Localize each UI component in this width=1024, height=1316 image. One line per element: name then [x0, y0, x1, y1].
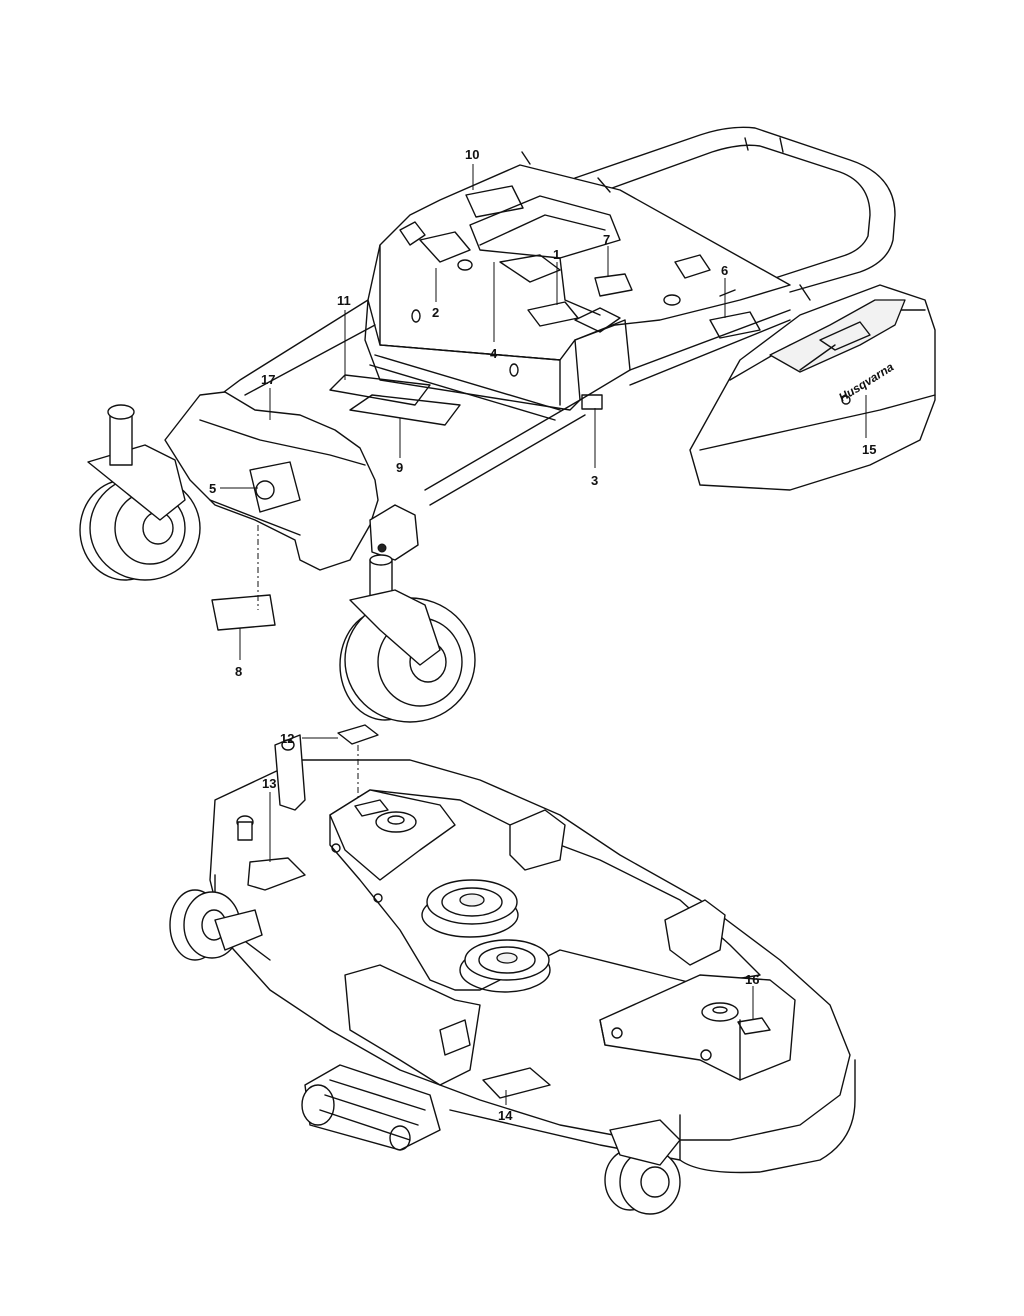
callout-11: 11 — [337, 293, 351, 308]
callout-2: 2 — [432, 305, 439, 320]
spindle-plate-left — [329, 789, 456, 881]
frame-rails — [219, 299, 791, 506]
callout-labels: 10 7 1 6 11 2 4 17 9 3 5 15 8 12 13 16 1… — [209, 147, 876, 1123]
callout-4: 4 — [490, 346, 498, 361]
anti-scalp-wheel-left — [169, 889, 263, 961]
decal-16 — [737, 1017, 771, 1035]
front-wheel-left — [79, 404, 201, 581]
discharge-roller — [301, 1064, 441, 1151]
upper-decals — [211, 185, 761, 745]
rear-fender: Husqvarna — [689, 284, 936, 491]
callout-14: 14 — [498, 1108, 513, 1123]
bracket-left-arm — [274, 734, 306, 811]
floor-plate-left — [329, 374, 431, 406]
deck-hardware — [236, 739, 383, 903]
decal-7 — [594, 273, 633, 297]
callout-10: 10 — [465, 147, 479, 162]
callout-12: 12 — [280, 731, 294, 746]
front-cowl — [164, 391, 379, 571]
bracket-front — [509, 809, 566, 871]
callout-17: 17 — [261, 372, 275, 387]
decal-12 — [337, 724, 379, 745]
floor-plate-right — [349, 394, 461, 426]
callout-3: 3 — [591, 473, 598, 488]
decal-1 — [527, 301, 579, 327]
front-wheel-right — [339, 589, 476, 723]
seat-deck — [379, 164, 791, 361]
callout-16: 16 — [745, 972, 759, 987]
anti-scalp-wheel-right — [604, 1119, 681, 1215]
lower-decals — [247, 799, 771, 1099]
decal-13 — [247, 857, 306, 891]
callout-5: 5 — [209, 481, 216, 496]
callout-1: 1 — [553, 247, 560, 262]
callout-9: 9 — [396, 460, 403, 475]
mower-deck-assembly — [169, 734, 856, 1215]
chassis-assembly: Husqvarna — [79, 126, 936, 723]
decal-6 — [709, 311, 761, 339]
decal-deck-top — [354, 799, 389, 817]
bracket-right — [664, 899, 726, 966]
callout-7: 7 — [603, 232, 610, 247]
callout-13: 13 — [262, 776, 276, 791]
callout-8: 8 — [235, 664, 242, 679]
mount-tabs — [521, 151, 811, 301]
rear-body — [364, 244, 631, 411]
decal-14 — [482, 1067, 551, 1099]
leader-lines — [220, 164, 867, 1105]
belt-cover-right — [599, 974, 796, 1081]
callout-15: 15 — [862, 442, 876, 457]
decal-3 — [581, 394, 603, 410]
center-pulley — [421, 879, 519, 938]
idler-pulley — [459, 939, 551, 993]
callout-6: 6 — [721, 263, 728, 278]
decal-10 — [465, 185, 524, 218]
decal-8 — [211, 594, 276, 631]
